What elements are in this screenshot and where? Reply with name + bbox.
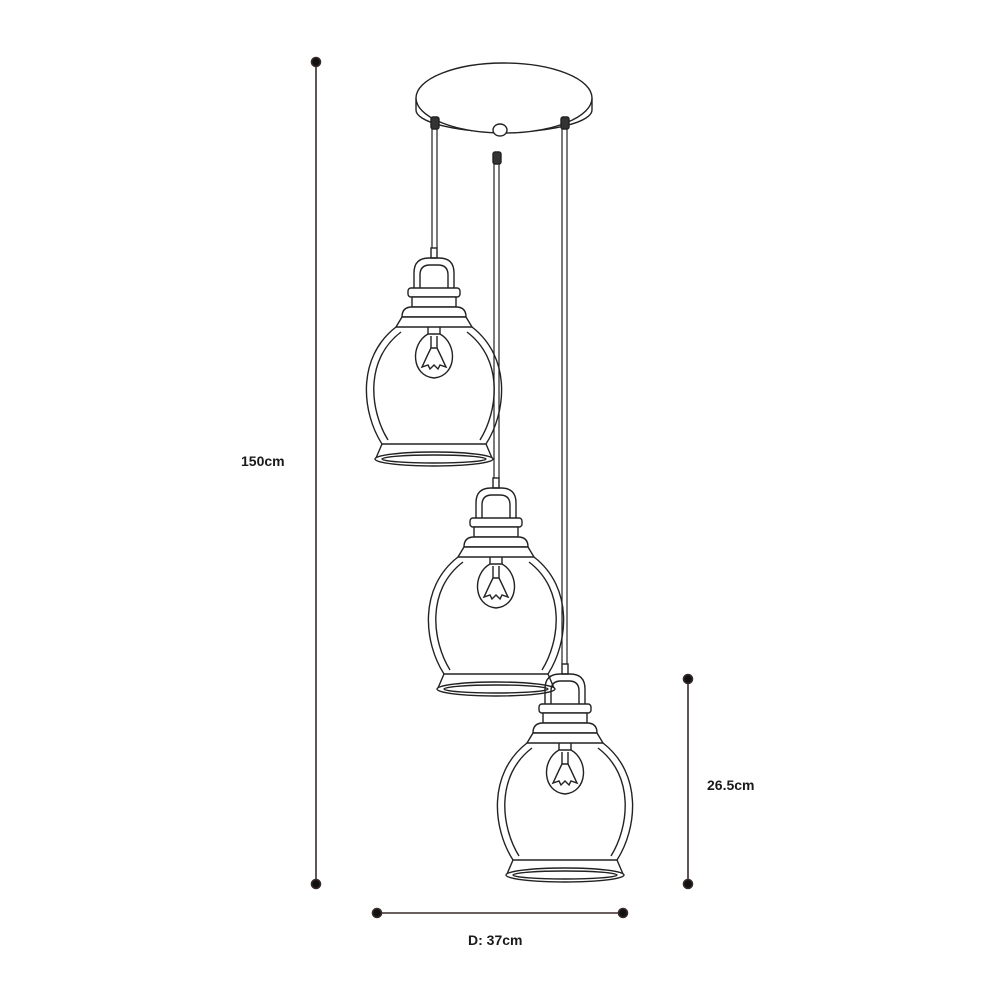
- pendant-shade-top: [365, 247, 503, 467]
- dimension-line-shade-height: [682, 673, 694, 890]
- suspension-cables: [431, 129, 568, 664]
- shade-height-label: 26.5cm: [707, 777, 755, 793]
- dimension-line-height: [310, 56, 322, 890]
- ceiling-canopy: [415, 62, 593, 165]
- pendant-shade-middle: [427, 477, 565, 697]
- total-height-label: 150cm: [241, 453, 285, 469]
- diameter-label: D: 37cm: [468, 932, 523, 948]
- dimension-line-diameter: [371, 907, 629, 919]
- pendant-shade-bottom: [496, 663, 634, 883]
